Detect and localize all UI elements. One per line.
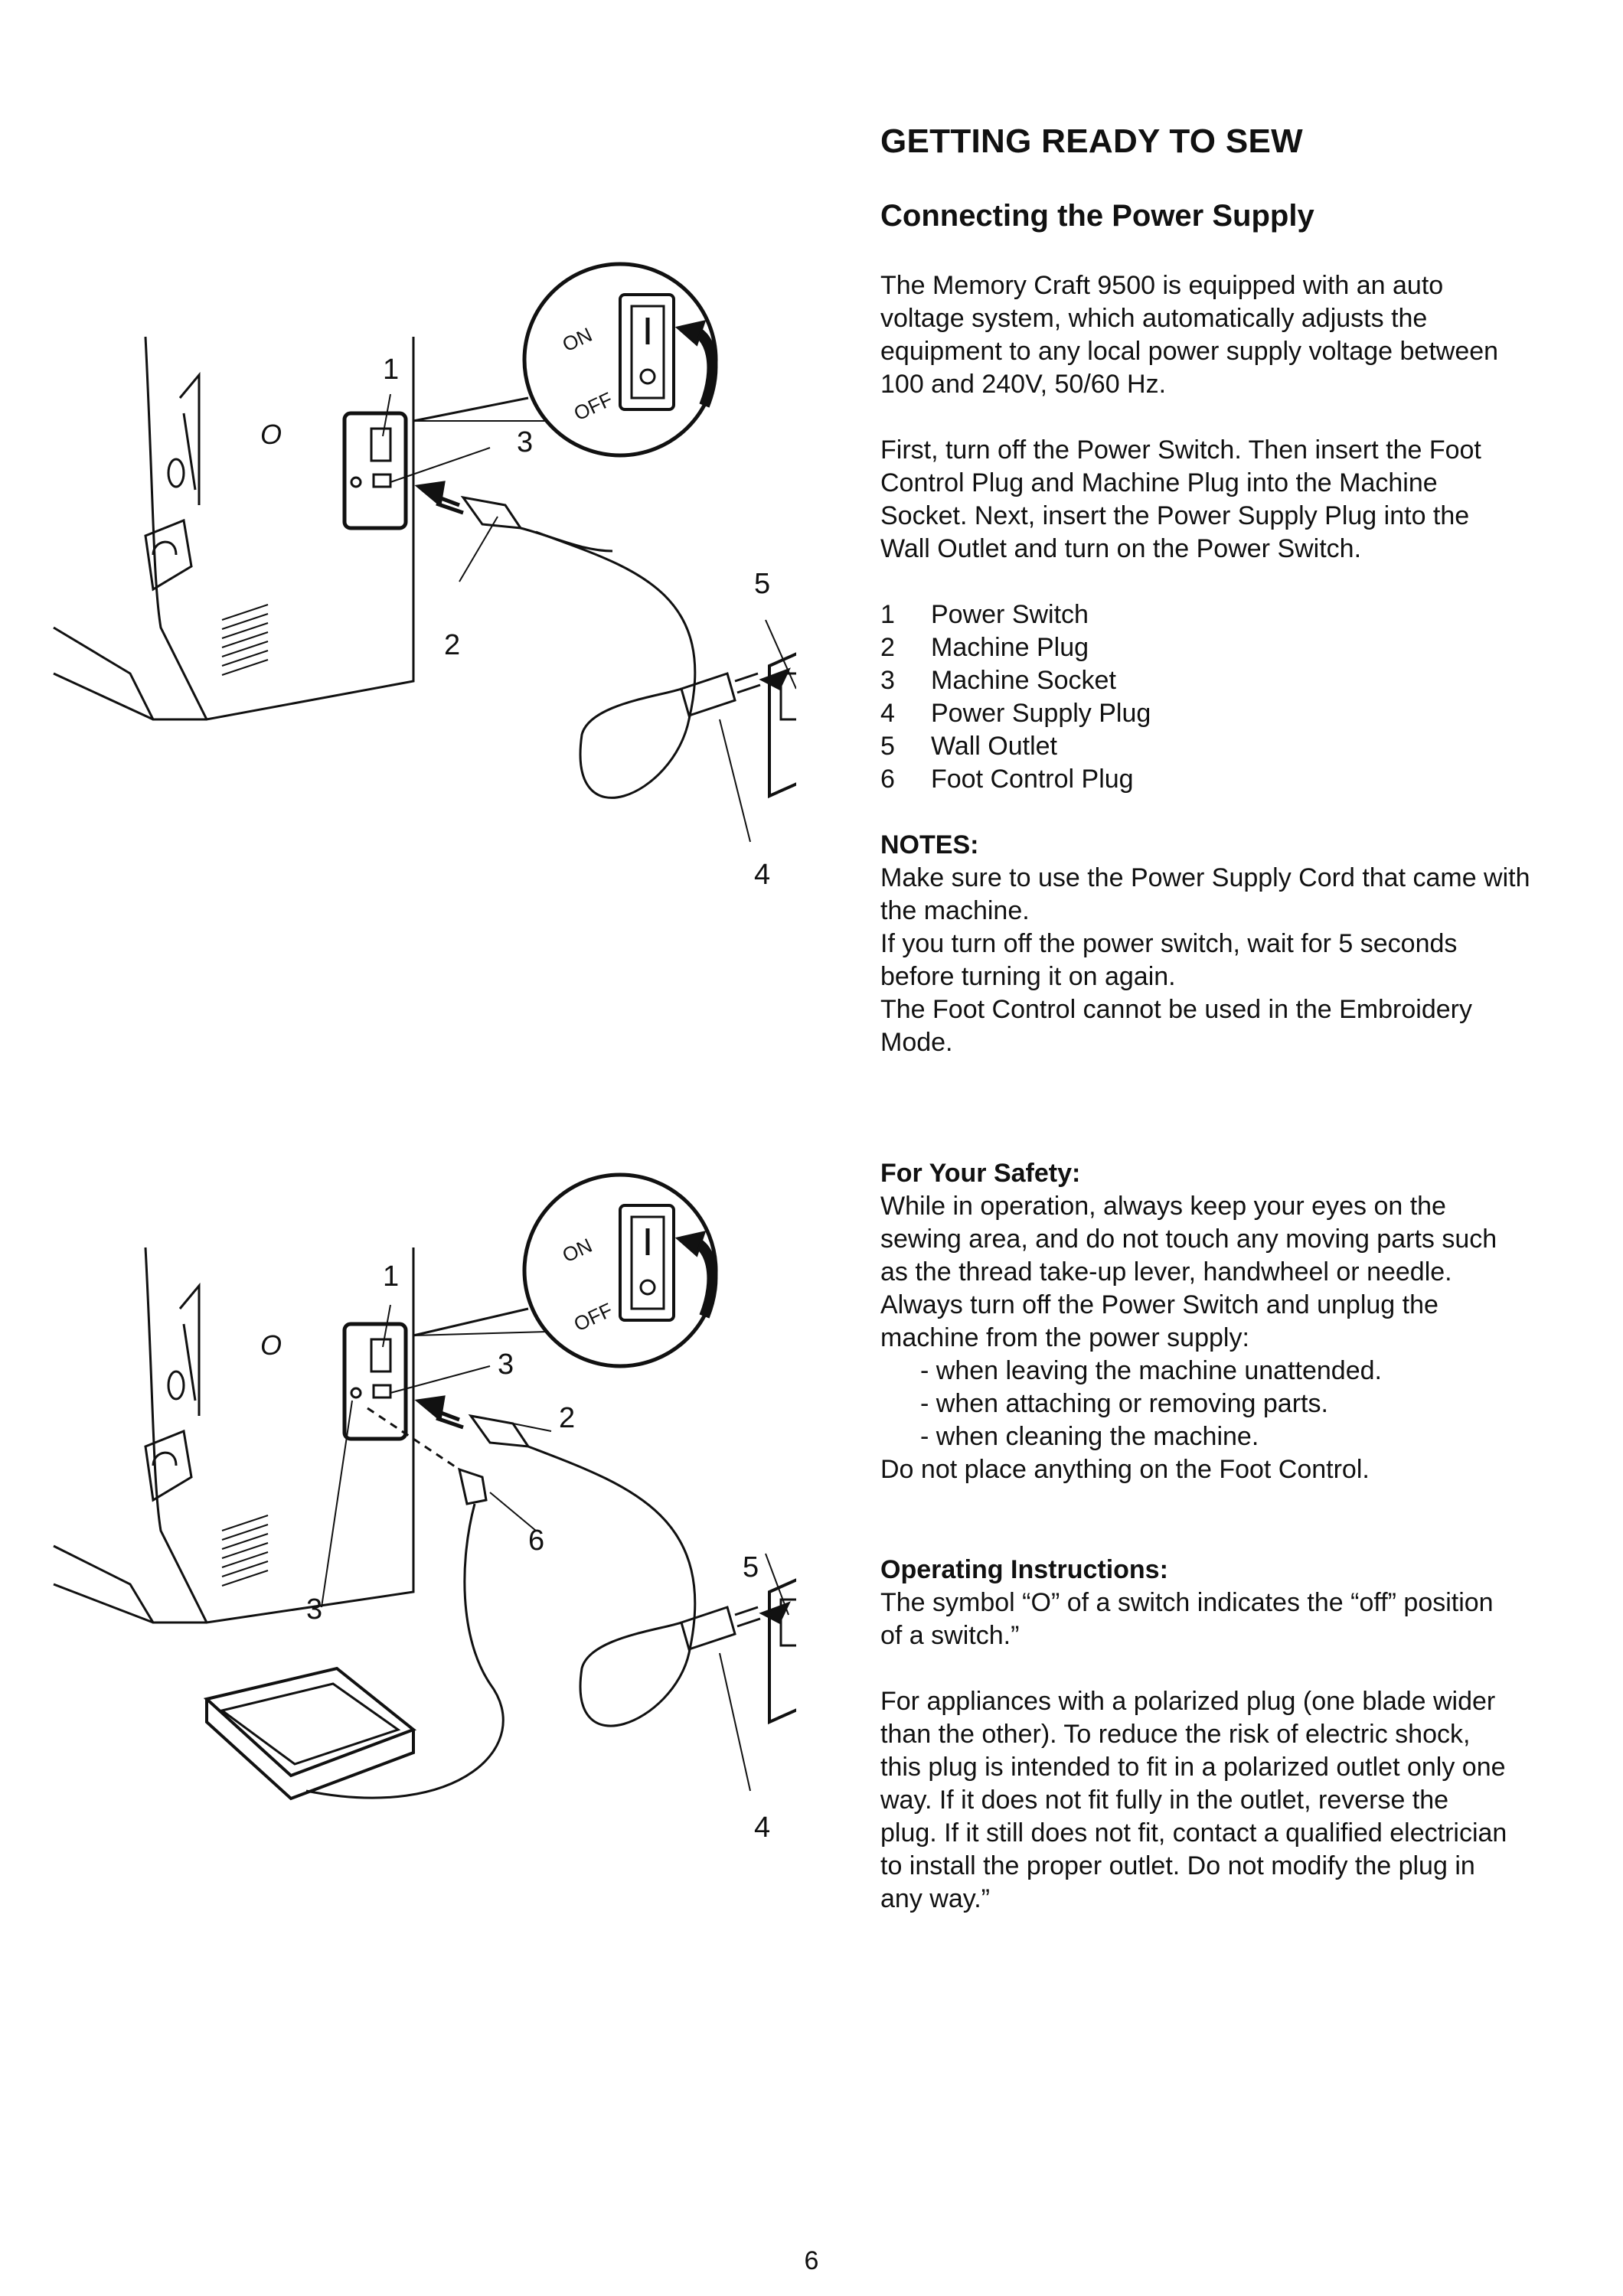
- parts-list: 1 Power Switch 2 Machine Plug 3 Machine Soc…: [880, 598, 1562, 796]
- list-item: 2 Machine Plug: [880, 631, 1562, 664]
- text-line: The Foot Control cannot be used in the E…: [880, 995, 1472, 1024]
- list-label: Machine Plug: [931, 633, 1089, 662]
- text-line: any way.”: [880, 1884, 990, 1913]
- operating-section: Operating Instructions: The symbol “O” o…: [880, 1554, 1562, 1652]
- svg-text:ON: ON: [559, 1234, 596, 1267]
- callout-5: 5: [754, 568, 770, 600]
- text-line: the machine.: [880, 896, 1030, 925]
- page-title: GETTING READY TO SEW: [880, 122, 1303, 160]
- list-item: 6 Foot Control Plug: [880, 763, 1562, 796]
- list-label: Machine Socket: [931, 666, 1116, 695]
- callout-2: 2: [444, 629, 460, 661]
- text-line: machine from the power supply:: [880, 1323, 1249, 1352]
- svg-text:OFF: OFF: [570, 1298, 616, 1336]
- power-connection-diagram: ON OFF: [53, 262, 796, 891]
- list-number: 2: [880, 633, 895, 662]
- operating-heading: Operating Instructions:: [880, 1555, 1168, 1584]
- text-line: The Memory Craft 9500 is equipped with a…: [880, 271, 1444, 300]
- text-line: Socket. Next, insert the Power Supply Pl…: [880, 501, 1470, 530]
- text-line: 100 and 240V, 50/60 Hz.: [880, 370, 1167, 399]
- callout-1: 1: [383, 1261, 399, 1293]
- callout-3: 3: [517, 426, 533, 458]
- callout-3-lower: 3: [306, 1593, 322, 1626]
- callout-6: 6: [528, 1525, 544, 1557]
- figure-power-connection: ON OFF: [31, 260, 796, 903]
- list-label: Power Switch: [931, 600, 1089, 629]
- notes-section: NOTES: Make sure to use the Power Supply…: [880, 829, 1562, 1059]
- svg-text:ON: ON: [559, 323, 596, 357]
- text-line: of a switch.”: [880, 1621, 1020, 1650]
- list-item: 4 Power Supply Plug: [880, 697, 1562, 730]
- list-label: Foot Control Plug: [931, 765, 1134, 794]
- callout-4: 4: [754, 1812, 770, 1844]
- callout-1: 1: [383, 354, 399, 386]
- text-line: before turning it on again.: [880, 962, 1176, 991]
- intro-para-2: First, turn off the Power Switch. Then i…: [880, 434, 1562, 566]
- callout-3: 3: [498, 1349, 514, 1381]
- text-line: plug. If it still does not fit, contact …: [880, 1818, 1507, 1848]
- list-number: 5: [880, 732, 895, 761]
- svg-text:OFF: OFF: [570, 387, 616, 425]
- notes-heading: NOTES:: [880, 830, 979, 859]
- figure-foot-control-connection: ON OFF: [31, 1163, 796, 1852]
- text-line: voltage system, which automatically adju…: [880, 304, 1428, 333]
- intro-para-1: The Memory Craft 9500 is equipped with a…: [880, 269, 1562, 401]
- text-line: way. If it does not fit fully in the out…: [880, 1786, 1449, 1815]
- text-line: Wall Outlet and turn on the Power Switch…: [880, 534, 1362, 563]
- text-line: than the other). To reduce the risk of e…: [880, 1720, 1471, 1749]
- safety-section: For Your Safety: While in operation, alw…: [880, 1157, 1562, 1486]
- text-line: If you turn off the power switch, wait f…: [880, 929, 1458, 958]
- bullet-line: - when attaching or removing parts.: [920, 1389, 1328, 1418]
- list-label: Power Supply Plug: [931, 699, 1151, 728]
- text-line: to install the proper outlet. Do not mod…: [880, 1851, 1475, 1880]
- text-line: Make sure to use the Power Supply Cord t…: [880, 863, 1530, 892]
- text-line: this plug is intended to fit in a polari…: [880, 1753, 1506, 1782]
- list-number: 6: [880, 765, 895, 794]
- text-line: The symbol “O” of a switch indicates the…: [880, 1588, 1494, 1617]
- text-line: Do not place anything on the Foot Contro…: [880, 1455, 1370, 1484]
- text-line: sewing area, and do not touch any moving…: [880, 1225, 1497, 1254]
- text-line: For appliances with a polarized plug (on…: [880, 1687, 1496, 1716]
- foot-control-diagram: ON OFF: [53, 1172, 796, 1844]
- safety-heading: For Your Safety:: [880, 1159, 1081, 1188]
- list-item: 3 Machine Socket: [880, 664, 1562, 697]
- page-number: 6: [804, 2246, 819, 2275]
- text-line: Control Plug and Machine Plug into the M…: [880, 468, 1438, 497]
- callout-2: 2: [559, 1402, 575, 1434]
- bullet-line: - when cleaning the machine.: [920, 1422, 1259, 1451]
- off-symbol: O: [260, 1329, 282, 1361]
- callout-5: 5: [743, 1551, 759, 1583]
- text-line: Always turn off the Power Switch and unp…: [880, 1290, 1438, 1319]
- list-item: 1 Power Switch: [880, 598, 1562, 631]
- text-line: First, turn off the Power Switch. Then i…: [880, 435, 1481, 465]
- off-symbol: O: [260, 419, 282, 450]
- text-line: equipment to any local power supply volt…: [880, 337, 1499, 366]
- text-line: as the thread take-up lever, handwheel o…: [880, 1257, 1452, 1287]
- callout-4: 4: [754, 859, 770, 891]
- text-line: While in operation, always keep your eye…: [880, 1192, 1446, 1221]
- list-label: Wall Outlet: [931, 732, 1058, 761]
- polarized-plug-section: For appliances with a polarized plug (on…: [880, 1685, 1562, 1916]
- section-title: Connecting the Power Supply: [880, 199, 1314, 233]
- list-number: 3: [880, 666, 895, 695]
- list-number: 4: [880, 699, 895, 728]
- list-number: 1: [880, 600, 895, 629]
- text-line: Mode.: [880, 1028, 953, 1057]
- section-subheader: Connecting the Power Supply: [880, 199, 1562, 233]
- list-item: 5 Wall Outlet: [880, 730, 1562, 763]
- bullet-line: - when leaving the machine unattended.: [920, 1356, 1382, 1385]
- section-header: GETTING READY TO SEW: [880, 122, 1562, 161]
